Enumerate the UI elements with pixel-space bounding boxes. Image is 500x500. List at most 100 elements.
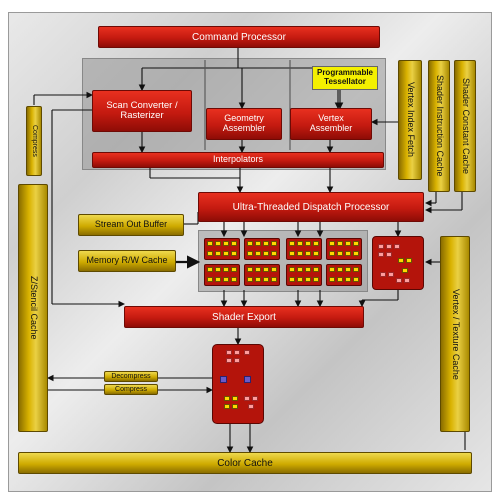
alu-cell bbox=[297, 251, 303, 256]
alu-cell bbox=[271, 277, 277, 282]
interpolators-label: Interpolators bbox=[212, 154, 264, 165]
decompress-label: Decompress bbox=[111, 372, 151, 380]
z-stencil-cache-label: Z/Stencil Cache bbox=[28, 276, 39, 340]
alu-cell bbox=[215, 277, 221, 282]
texture-cell bbox=[386, 252, 392, 257]
texture-cell bbox=[396, 278, 402, 283]
alu-cell bbox=[207, 267, 213, 272]
vertex-assembler-label: Vertex Assembler bbox=[309, 113, 353, 133]
command-processor-label: Command Processor bbox=[192, 31, 286, 43]
alu-cell bbox=[263, 267, 269, 272]
alu-cell bbox=[345, 241, 351, 246]
alu-cell bbox=[353, 251, 359, 256]
programmable-tessellator-block: Programmable Tessellator bbox=[312, 66, 378, 90]
alu-cell bbox=[271, 251, 277, 256]
compress-left-label: Compress bbox=[30, 125, 38, 157]
texture-cell bbox=[380, 272, 386, 277]
alu-cell bbox=[215, 251, 221, 256]
backend-cell bbox=[226, 350, 232, 355]
alu-cell bbox=[297, 241, 303, 246]
alu-cell bbox=[223, 267, 229, 272]
texture-cell bbox=[394, 244, 400, 249]
alu-cell bbox=[223, 277, 229, 282]
compress-bottom-block: Compress bbox=[104, 384, 158, 395]
shader-export-label: Shader Export bbox=[212, 311, 276, 323]
alu-cell bbox=[329, 251, 335, 256]
alu-cell bbox=[223, 251, 229, 256]
z-stencil-cache-block: Z/Stencil Cache bbox=[18, 184, 48, 432]
vertex-index-fetch-label: Vertex Index Fetch bbox=[405, 82, 416, 158]
alu-cell bbox=[215, 267, 221, 272]
alu-cell bbox=[263, 251, 269, 256]
scan-converter-block: Scan Converter / Rasterizer bbox=[92, 90, 192, 132]
backend-cell bbox=[252, 396, 258, 401]
texture-cell bbox=[386, 244, 392, 249]
command-processor-block: Command Processor bbox=[98, 26, 380, 48]
backend-cell bbox=[244, 350, 250, 355]
backend-cell bbox=[220, 376, 227, 383]
backend-cell bbox=[244, 396, 250, 401]
alu-cell bbox=[297, 277, 303, 282]
texture-cell bbox=[378, 244, 384, 249]
alu-cell bbox=[337, 251, 343, 256]
alu-cell bbox=[305, 267, 311, 272]
alu-cell bbox=[231, 277, 237, 282]
dispatch-processor-block: Ultra-Threaded Dispatch Processor bbox=[198, 192, 424, 222]
stream-out-buffer-block: Stream Out Buffer bbox=[78, 214, 184, 236]
backend-cell bbox=[224, 404, 230, 409]
shader-constant-cache-block: Shader Constant Cache bbox=[454, 60, 476, 192]
compress-left-block: Compress bbox=[26, 106, 42, 176]
alu-cell bbox=[263, 241, 269, 246]
alu-cell bbox=[297, 267, 303, 272]
programmable-tessellator-label: Programmable Tessellator bbox=[316, 68, 374, 86]
alu-cell bbox=[247, 267, 253, 272]
alu-cell bbox=[289, 277, 295, 282]
alu-cell bbox=[255, 251, 261, 256]
texture-cell bbox=[398, 258, 404, 263]
alu-cell bbox=[313, 277, 319, 282]
alu-cell bbox=[215, 241, 221, 246]
alu-cell bbox=[329, 241, 335, 246]
alu-cell bbox=[329, 277, 335, 282]
compress-bottom-label: Compress bbox=[115, 385, 147, 393]
alu-cell bbox=[223, 241, 229, 246]
texture-cell bbox=[378, 252, 384, 257]
backend-cell bbox=[224, 396, 230, 401]
alu-cell bbox=[337, 277, 343, 282]
decompress-block: Decompress bbox=[104, 371, 158, 382]
backend-cell bbox=[234, 358, 240, 363]
alu-cell bbox=[231, 241, 237, 246]
geometry-assembler-label: Geometry Assembler bbox=[222, 113, 266, 133]
alu-cell bbox=[231, 251, 237, 256]
alu-cell bbox=[263, 277, 269, 282]
alu-cell bbox=[313, 241, 319, 246]
vertex-texture-cache-label: Vertex / Texture Cache bbox=[450, 288, 461, 380]
alu-cell bbox=[289, 241, 295, 246]
texture-cell bbox=[388, 272, 394, 277]
alu-cell bbox=[337, 241, 343, 246]
backend-cell bbox=[248, 404, 254, 409]
alu-cell bbox=[271, 241, 277, 246]
vertex-texture-cache-block: Vertex / Texture Cache bbox=[440, 236, 470, 432]
alu-cell bbox=[313, 267, 319, 272]
backend-cell bbox=[244, 376, 251, 383]
alu-cell bbox=[305, 241, 311, 246]
scan-converter-label: Scan Converter / Rasterizer bbox=[106, 99, 178, 121]
alu-cell bbox=[353, 267, 359, 272]
memory-rw-cache-label: Memory R/W Cache bbox=[86, 255, 168, 266]
alu-cell bbox=[271, 267, 277, 272]
shader-instruction-cache-label: Shader Instruction Cache bbox=[434, 75, 445, 177]
texture-cell bbox=[402, 268, 408, 273]
alu-cell bbox=[345, 277, 351, 282]
alu-cell bbox=[305, 251, 311, 256]
backend-cell bbox=[234, 350, 240, 355]
alu-cell bbox=[247, 251, 253, 256]
alu-cell bbox=[207, 277, 213, 282]
memory-rw-cache-block: Memory R/W Cache bbox=[78, 250, 176, 272]
shader-instruction-cache-block: Shader Instruction Cache bbox=[428, 60, 450, 192]
texture-cell bbox=[404, 278, 410, 283]
geometry-assembler-block: Geometry Assembler bbox=[206, 108, 282, 140]
color-cache-block: Color Cache bbox=[18, 452, 472, 474]
shader-constant-cache-label: Shader Constant Cache bbox=[460, 77, 471, 175]
